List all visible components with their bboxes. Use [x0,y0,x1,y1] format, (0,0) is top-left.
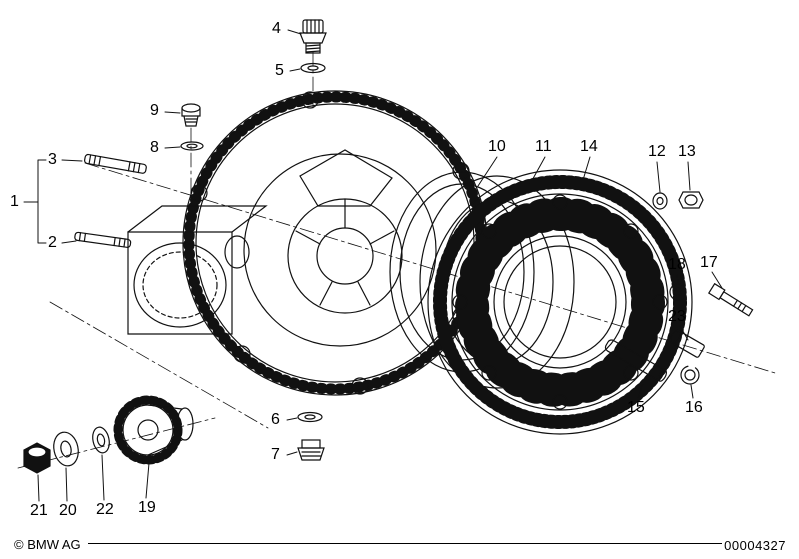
part-label-16: 16 [685,399,703,416]
part-7-bolt [297,439,325,461]
part-17-bolt [707,282,754,317]
part-8-washer [180,141,204,151]
copyright-text: © BMW AG [14,537,81,552]
part-label-23: 23 [668,308,686,325]
part-3-stud [84,153,147,174]
part-19-gear [113,395,194,465]
part-23-spacer [669,329,705,358]
part-18-washer [669,283,687,301]
part-label-13: 13 [678,143,696,160]
part-label-21: 21 [30,502,48,519]
part-label-5: 5 [275,62,284,79]
part-label-15: 15 [627,399,645,416]
part-9-plug [181,103,201,127]
part-13-bolt [678,191,704,209]
part-label-8: 8 [150,139,159,156]
part-label-11: 11 [535,138,552,155]
part-label-18: 18 [668,256,686,273]
part-4-plug [299,19,327,54]
part-label-2: 2 [48,234,57,251]
part-5-washer [300,62,326,74]
part-label-10: 10 [488,138,506,155]
part-label-12: 12 [648,143,666,160]
part-label-3: 3 [48,151,57,168]
part-12-washer [652,192,668,210]
ring-gear-carrier [427,169,693,435]
part-label-17: 17 [700,254,718,271]
document-number: 00004327 [724,538,786,553]
part-label-14: 14 [580,138,598,155]
part-16-circlip [680,365,700,385]
part-15-shaft [604,339,667,382]
part-6-washer [297,411,323,423]
part-label-6: 6 [271,411,280,428]
part-label-1: 1 [10,193,19,210]
footer-rule [88,543,722,544]
part-20-washer [53,431,79,467]
part-label-4: 4 [272,20,281,37]
part-label-19: 19 [138,499,156,516]
part-2-stud [74,231,132,248]
part-21-nut [23,442,51,474]
leader-lines [23,29,723,502]
part-22-washer [92,426,110,454]
group-bracket-1 [23,159,47,244]
part-label-9: 9 [150,102,159,119]
part-label-7: 7 [271,446,280,463]
side-flange-block [127,205,268,335]
part-label-22: 22 [96,501,114,518]
part-label-20: 20 [59,502,77,519]
